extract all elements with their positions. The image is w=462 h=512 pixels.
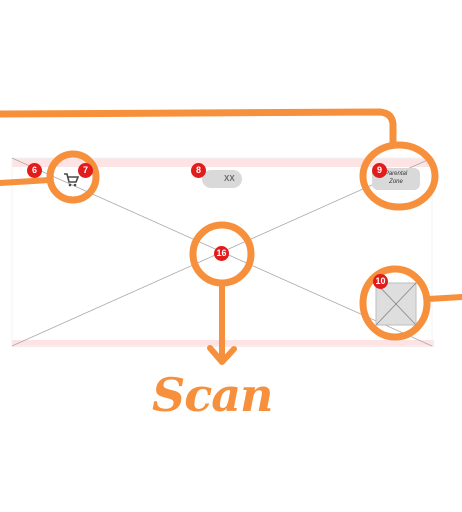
image-placeholder-icon	[375, 282, 417, 326]
badge-7: 7	[78, 163, 93, 178]
zone-highlight-circle	[359, 141, 439, 211]
badge-8: 8	[191, 163, 206, 178]
top-connector	[0, 108, 397, 146]
counter-pill-label: XX	[224, 174, 235, 183]
right-connector	[425, 294, 462, 302]
top-band	[12, 158, 434, 167]
annotation-strokes	[0, 108, 462, 365]
badge-16: 16	[214, 246, 229, 261]
badge-9: 9	[372, 163, 387, 178]
left-connector	[0, 177, 53, 186]
badge-6: 6	[27, 163, 42, 178]
cart-icon	[64, 173, 80, 187]
counter-pill[interactable]	[202, 170, 242, 188]
badge-10: 10	[373, 274, 388, 289]
scan-annotation: Scan	[152, 368, 273, 422]
down-arrow-head	[207, 345, 237, 365]
cart-highlight-circle	[46, 150, 100, 204]
zone-label-line2: Zone	[389, 179, 403, 185]
zone-label-line1: Parental	[384, 171, 408, 177]
placeholder-highlight-circle	[359, 265, 431, 341]
